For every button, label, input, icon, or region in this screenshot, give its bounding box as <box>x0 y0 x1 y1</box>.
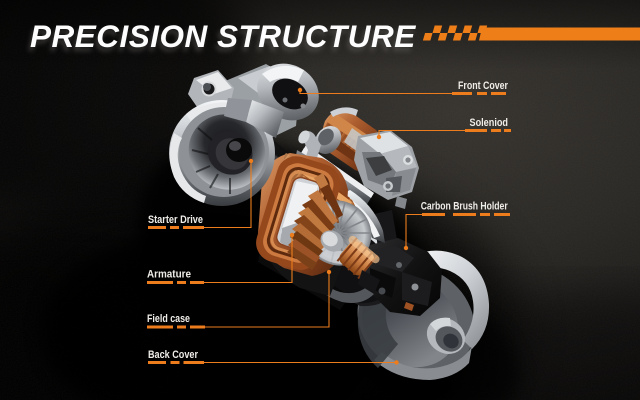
svg-text:Armature: Armature <box>147 269 191 281</box>
svg-text:Back Cover: Back Cover <box>148 349 199 361</box>
svg-text:Soleniod: Soleniod <box>470 117 509 129</box>
svg-text:Carbon Brush Holder: Carbon Brush Holder <box>421 200 508 212</box>
svg-text:Starter Drive: Starter Drive <box>148 214 203 226</box>
svg-text:Field case: Field case <box>147 313 190 325</box>
svg-text:Front Cover: Front Cover <box>458 80 509 92</box>
svg-text:PRECISION STRUCTURE: PRECISION STRUCTURE <box>30 18 416 54</box>
